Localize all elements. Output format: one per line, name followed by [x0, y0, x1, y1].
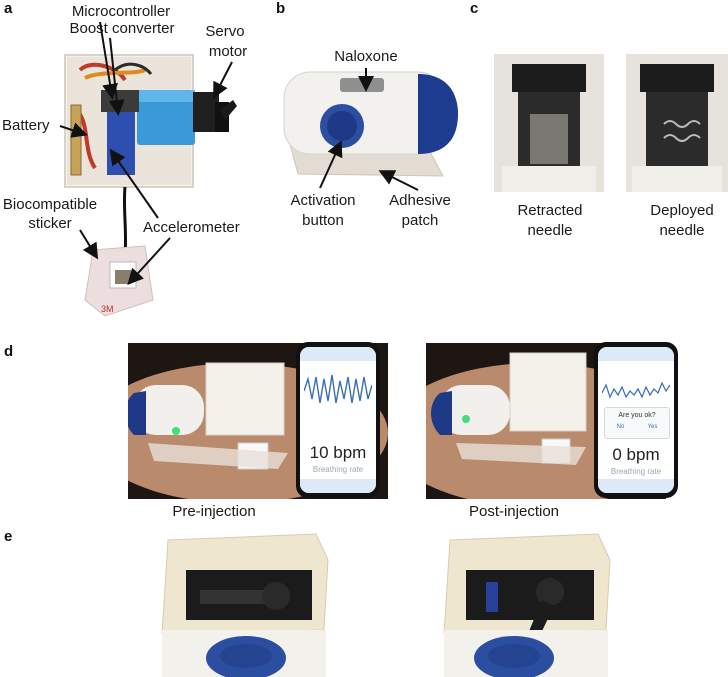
alert-text: Are you ok?: [618, 412, 656, 419]
label-microcontroller: Microcontroller: [71, 3, 171, 20]
label-patch: patch: [401, 212, 439, 229]
panel-letter-d: d: [4, 343, 14, 360]
label-motor: motor: [208, 43, 248, 60]
label-button: button: [302, 212, 344, 229]
post-rate-value: 0 bpm: [612, 445, 660, 464]
alert-yes-button[interactable]: Yes: [647, 424, 658, 430]
caption-pre-injection: Pre-injection: [172, 503, 256, 520]
servo-after-photo: [438, 530, 614, 677]
pre-rate-label: Breathing rate: [312, 465, 364, 474]
device-photo-b: [283, 71, 458, 177]
alert-box: Are you ok? No Yes: [604, 407, 670, 439]
post-waveform: [602, 381, 670, 399]
label-retracted: Retracted: [517, 202, 583, 219]
label-adhesive: Adhesive: [389, 192, 451, 209]
label-accelerometer: Accelerometer: [143, 219, 240, 236]
panel-letter-e: e: [4, 528, 13, 545]
label-battery: Battery: [2, 117, 50, 134]
label-sticker: sticker: [28, 215, 72, 232]
post-rate-label: Breathing rate: [610, 467, 662, 476]
label-activation: Activation: [290, 192, 356, 209]
label-deployed: Deployed: [650, 202, 714, 219]
sticker-brand-text: 3M: [101, 304, 114, 314]
pre-phone: 10 bpm Breathing rate: [296, 342, 380, 498]
pre-waveform: [304, 374, 372, 404]
label-retracted-needle: needle: [527, 222, 573, 239]
label-servo: Servo: [205, 23, 245, 40]
label-deployed-needle: needle: [659, 222, 705, 239]
caption-post-injection: Post-injection: [468, 503, 560, 520]
panel-letter-a: a: [4, 0, 13, 17]
arrows-panel-b: [319, 68, 419, 191]
panel-letter-b: b: [276, 0, 286, 17]
pre-rate-value: 10 bpm: [309, 443, 367, 462]
alert-no-button[interactable]: No: [616, 424, 625, 430]
label-boost-converter: Boost converter: [69, 20, 175, 37]
post-phone: Are you ok? No Yes 0 bpm Breathing rate: [594, 342, 678, 498]
retracted-needle-photo: [494, 54, 604, 192]
servo-before-photo: [156, 530, 330, 677]
panel-letter-c: c: [470, 0, 479, 17]
label-biocompatible: Biocompatible: [2, 196, 98, 213]
deployed-needle-photo: [626, 54, 728, 192]
arrows-panel-a: [59, 21, 233, 285]
label-naloxone: Naloxone: [334, 48, 398, 65]
